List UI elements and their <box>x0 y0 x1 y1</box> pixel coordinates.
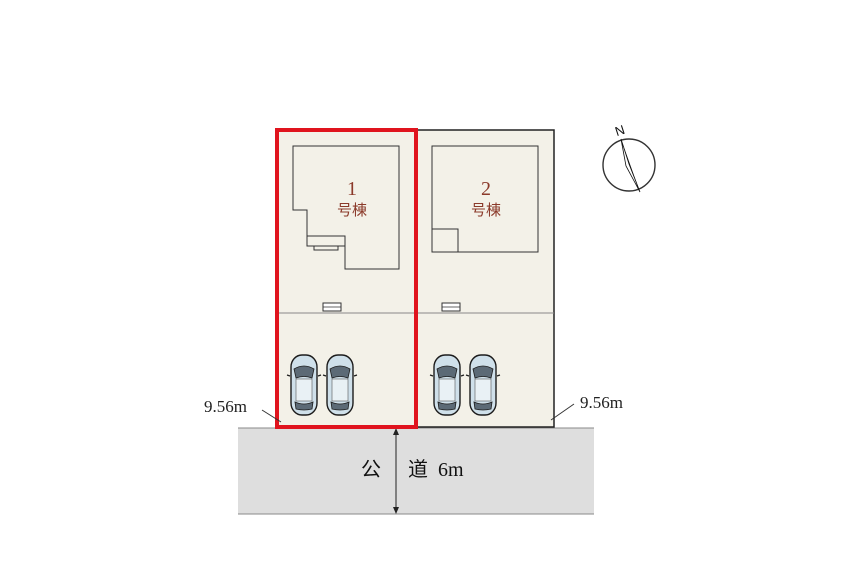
house-2-footprint <box>431 145 539 253</box>
compass-needle <box>621 139 640 192</box>
compass-north-label: N <box>613 122 627 139</box>
frontage-right-label: 9.56m <box>580 393 623 412</box>
lot-1-number: 1 <box>347 178 357 200</box>
road-kind-char1: 公 <box>361 459 381 481</box>
lot-1-suffix: 号棟 <box>337 202 367 219</box>
frontage-leader-right <box>550 403 575 421</box>
car-lot2-a <box>429 354 465 416</box>
meter-box-lot2 <box>441 302 461 312</box>
lot-2-suffix: 号棟 <box>471 202 501 219</box>
lot-1-highlight <box>275 128 418 429</box>
road-kind-char2: 道 <box>408 458 428 481</box>
house-2-porch <box>431 228 459 253</box>
compass: N <box>602 122 656 193</box>
dimension-arrow-top <box>393 428 399 435</box>
car-lot2-b <box>465 354 501 416</box>
car-lot1-a <box>286 354 322 416</box>
car-lot1-b <box>322 354 358 416</box>
house-1-step <box>313 245 339 251</box>
frontage-left-label: 9.56m <box>204 397 247 416</box>
frontage-leader-left <box>261 409 282 423</box>
road <box>238 428 594 514</box>
compass-needle-light <box>620 138 641 193</box>
dimension-arrow-bottom <box>393 507 399 514</box>
meter-box-lot1 <box>322 302 342 312</box>
lot-2-number: 2 <box>481 178 491 200</box>
road-width-label: 6m <box>438 459 464 481</box>
